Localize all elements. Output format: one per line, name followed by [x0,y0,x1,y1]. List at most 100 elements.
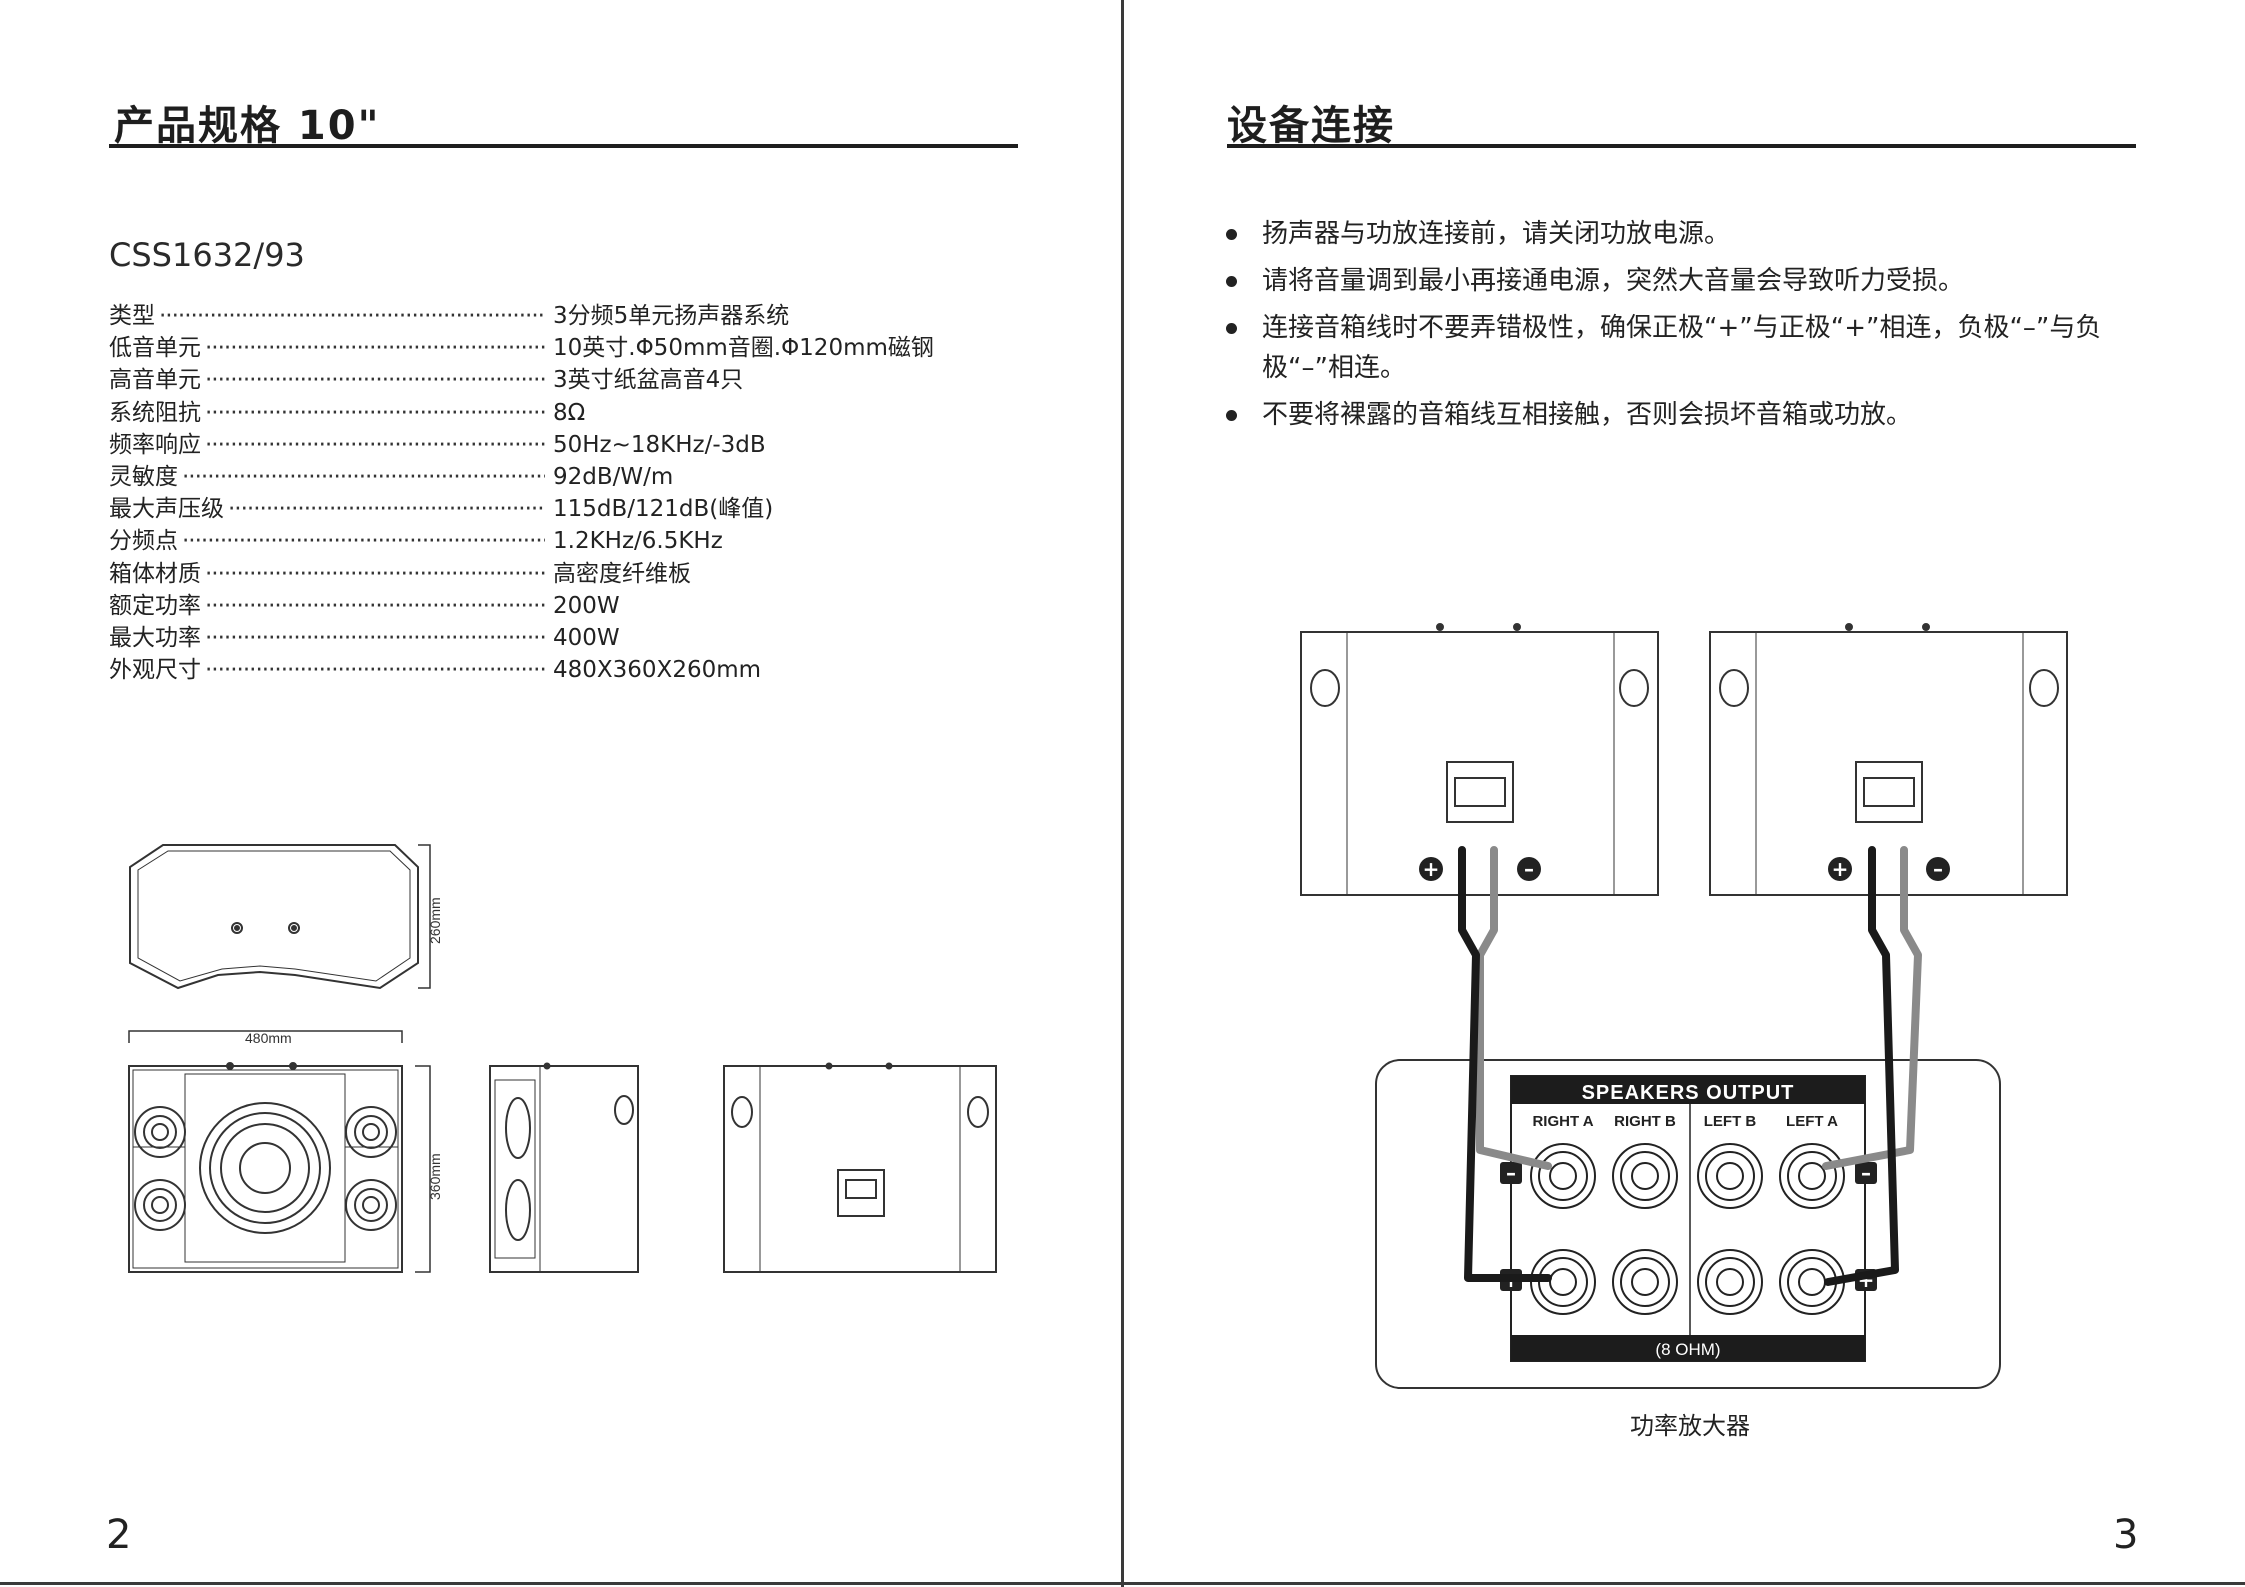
spec-row: ········································… [109,654,1009,686]
bottom-edge [0,1582,2245,1585]
spec-value: 200W [553,592,620,619]
svg-text:–: – [1933,857,1943,881]
speaker-polarity-icons: + – + – [1419,857,1950,881]
note-text: 不要将裸露的音箱线互相接触，否则会损坏音箱或功放。 [1262,400,1913,430]
leader-dots: ········································… [205,560,545,587]
leader-dots: ········································… [205,335,545,362]
speaker-rear-left [1300,623,1659,896]
spec-row: ········································… [109,300,1009,332]
height-dimension-label: 360mm [427,1153,443,1200]
page-number-right: 3 [2113,1512,2139,1558]
note-text: 扬声器与功放连接前，请关闭功放电源。 [1262,219,1731,249]
binding-post [1779,1143,1845,1209]
spec-label: 分频点 [109,528,178,555]
spec-label: 外观尺寸 [109,657,201,684]
amplifier-outline [1375,1059,2001,1389]
spec-value: 480X360X260mm [553,657,762,684]
amplifier-caption: 功率放大器 [1630,1412,1750,1440]
spec-label: 低音单元 [109,335,201,362]
bullet-icon [1226,323,1237,334]
leader-dots: ········································… [228,496,545,523]
connection-notes: 扬声器与功放连接前，请关闭功放电源。 请将音量调到最小再接通电源，突然大音量会导… [1222,214,2162,442]
svg-text:+: + [1858,1268,1875,1292]
channel-label: RIGHT B [1614,1113,1676,1130]
leader-dots: ········································… [205,592,545,619]
left-title-rule [109,144,1018,148]
note-item: 请将音量调到最小再接通电源，突然大音量会导致听力受损。 [1222,261,2162,301]
note-item: 不要将裸露的音箱线互相接触，否则会损坏音箱或功放。 [1222,395,2162,435]
leader-dots: ········································… [205,431,545,458]
leader-dots: ········································… [205,624,545,651]
binding-post [1612,1249,1678,1315]
spec-label: 最大功率 [109,624,201,651]
binding-post [1779,1249,1845,1315]
spec-row: ········································… [109,590,1009,622]
svg-text:+: + [1832,857,1849,881]
spec-row: ········································… [109,332,1009,364]
leader-dots: ········································… [205,657,545,684]
right-positive-wire [1824,846,1899,1286]
spec-value: 3英寸纸盆高音4只 [553,367,744,394]
speakers-output-header: SPEAKERS OUTPUT [1582,1082,1795,1104]
spec-label: 箱体材质 [109,560,201,587]
speakers-output-panel: SPEAKERS OUTPUT (8 OHM) RIGHT A RIGHT B … [1500,1075,1877,1362]
binding-post [1530,1249,1596,1315]
binding-post [1612,1143,1678,1209]
svg-text:–: – [1506,1161,1516,1185]
spec-value: 400W [553,624,620,651]
right-page-title: 设备连接 [1227,103,1395,149]
spec-label: 系统阻抗 [109,399,201,426]
right-negative-wire [1822,846,1922,1170]
binding-post [1697,1249,1763,1315]
channel-label: LEFT A [1786,1113,1838,1130]
width-dimension-label: 480mm [245,1030,292,1046]
svg-text:–: – [1861,1161,1871,1185]
page-number-left: 2 [106,1512,132,1558]
impedance-label: (8 OHM) [1655,1340,1720,1359]
spec-row: ········································… [109,525,1009,557]
note-text: 连接音箱线时不要弄错极性，确保正极“+”与正极“+”相连，负极“–”与负极“–”… [1262,313,2102,383]
spec-row: ········································… [109,364,1009,396]
spec-value: 1.2KHz/6.5KHz [553,528,723,555]
svg-text:–: – [1524,857,1534,881]
panel-polarity-icons: – – + + [1500,1161,1877,1292]
depth-dimension-label: 260mm [427,897,443,944]
spec-value: 8Ω [553,399,586,426]
note-item: 扬声器与功放连接前，请关闭功放电源。 [1222,214,2162,254]
spec-value: 10英寸.Φ50mm音圈.Φ120mm磁钢 [553,335,934,362]
spec-row: ········································… [109,461,1009,493]
bullet-icon [1226,229,1237,240]
svg-text:+: + [1503,1268,1520,1292]
spec-label: 最大声压级 [109,496,224,523]
spec-row: ········································… [109,397,1009,429]
left-positive-wire [1458,846,1552,1282]
spec-label: 频率响应 [109,431,201,458]
spec-label: 额定功率 [109,592,201,619]
spec-value: 50Hz~18KHz/-3dB [553,431,766,458]
leader-dots: ········································… [159,303,545,329]
note-item: 连接音箱线时不要弄错极性，确保正极“+”与正极“+”相连，负极“–”与负极“–”… [1222,308,2162,388]
page-divider [1121,0,1124,1587]
channel-label: LEFT B [1704,1113,1757,1130]
spec-row: ········································… [109,429,1009,461]
top-view-drawing [129,844,431,990]
leader-dots: ········································… [205,367,545,394]
right-title-rule [1227,144,2136,148]
spec-label: 类型 [109,303,155,329]
leader-dots: ········································… [205,399,545,426]
spec-label: 灵敏度 [109,463,178,490]
spec-row: ········································… [109,622,1009,654]
spec-value: 92dB/W/m [553,463,674,490]
spec-value: 115dB/121dB(峰值) [553,496,774,523]
spec-row: ········································… [109,558,1009,590]
front-view-drawing [128,1030,431,1273]
bullet-icon [1226,276,1237,287]
spec-label: 高音单元 [109,367,201,394]
left-negative-wire [1476,846,1552,1170]
speaker-rear-right [1709,623,2068,896]
bullet-icon [1226,410,1237,421]
note-text: 请将音量调到最小再接通电源，突然大音量会导致听力受损。 [1262,266,1965,296]
back-view-drawing [723,1062,997,1273]
leader-dots: ········································… [182,463,545,490]
spec-row: ········································… [109,493,1009,525]
